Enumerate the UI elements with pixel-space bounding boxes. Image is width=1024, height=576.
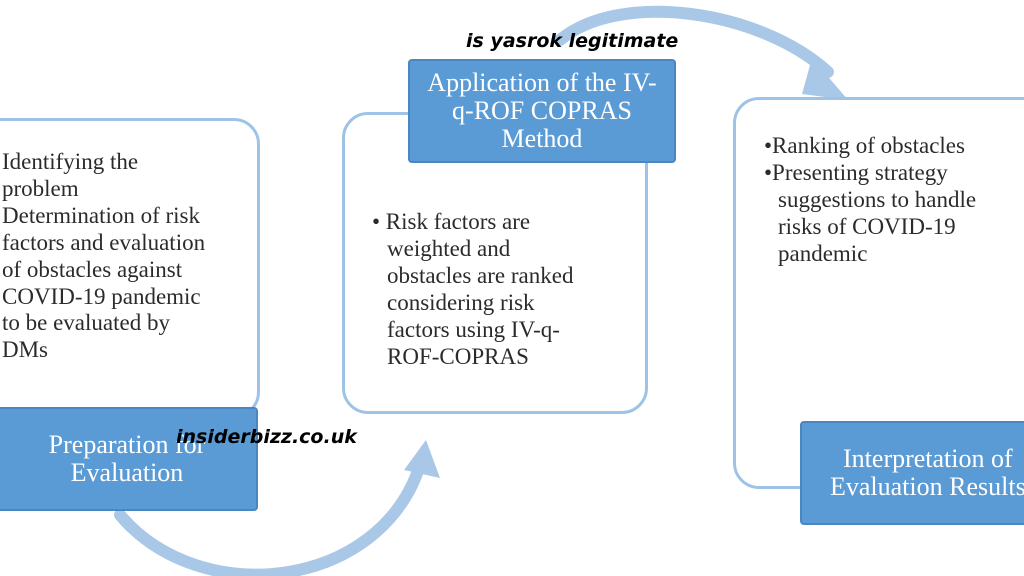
stage2-text-line: ROF-COPRAS — [387, 343, 529, 369]
arrow-top-curve — [554, 5, 834, 78]
stage3-text-line: risks of COVID-19 — [778, 213, 956, 239]
stage2-text-line: factors using IV-q- — [387, 316, 560, 342]
stage1-box — [0, 118, 260, 418]
arrow-top-head — [802, 58, 848, 100]
stage3-text-line: •Presenting strategy — [764, 159, 948, 185]
stage1-text-line: factors and evaluation — [2, 229, 206, 255]
stage3-text-line: pandemic — [778, 240, 868, 266]
stage1-text-line: problem — [2, 175, 79, 201]
stage2-label-line: q-ROF COPRAS — [452, 95, 632, 125]
stage2-text-line: considering risk — [387, 289, 535, 315]
stage1-label: Preparation for Evaluation — [0, 407, 258, 511]
stage3-text-line: suggestions to handle — [778, 186, 977, 212]
watermark-middle: insiderbizz.co.uk — [176, 426, 357, 448]
stage3-text-line: •Ranking of obstacles — [764, 133, 965, 158]
stage1-text-line: Identifying the — [2, 149, 139, 174]
stage1-label-line: Evaluation — [70, 458, 184, 487]
arrow-bottom-curve — [114, 459, 426, 576]
stage2-text: • Risk factors are weighted and obstacle… — [372, 209, 573, 370]
stage1-text-line: Determination of risk — [2, 202, 201, 228]
stage2-label-line: Method — [501, 124, 583, 154]
stage3-label: Interpretation of Evaluation Results — [800, 421, 1024, 525]
arrow-bottom-head — [404, 440, 440, 478]
watermark-top: is yasrok legitimate — [466, 30, 679, 52]
stage1-text: Identifying the problem Determination of… — [2, 149, 205, 364]
stage3-label-line: Evaluation Results — [830, 472, 1024, 501]
stage3-text: •Ranking of obstacles •Presenting strate… — [764, 133, 976, 268]
stage1-text-line: DMs — [2, 337, 49, 363]
stage3-label-line: Interpretation of — [843, 443, 1013, 473]
stage1-text-line: to be evaluated by — [2, 310, 170, 336]
stage2-text-line: weighted and — [387, 235, 511, 261]
stage1-text-line: COVID-19 pandemic — [2, 283, 201, 309]
stage2-label: Application of the IV- q-ROF COPRAS Meth… — [408, 59, 676, 163]
stage1-text-line: of obstacles against — [2, 256, 183, 282]
stage2-text-line: • Risk factors are — [372, 209, 531, 234]
stage2-text-line: obstacles are ranked — [387, 262, 574, 288]
stage2-label-line: Application of the IV- — [427, 67, 657, 97]
stage1-label-line: Preparation for — [48, 429, 206, 459]
